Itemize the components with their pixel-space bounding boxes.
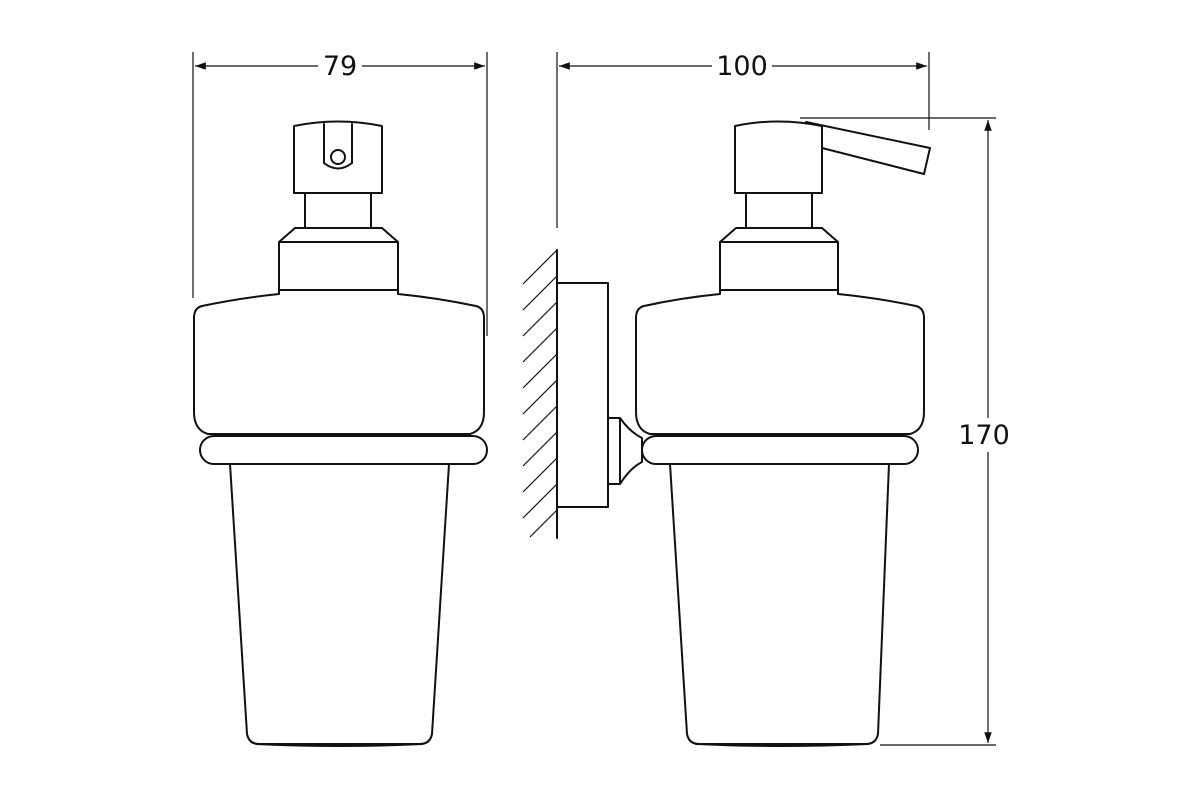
side-collar bbox=[719, 227, 839, 291]
front-bottle bbox=[193, 289, 485, 435]
bracket-arm bbox=[607, 417, 643, 485]
front-pump-head bbox=[293, 120, 383, 194]
side-pump-head bbox=[734, 120, 823, 194]
height-dimension-label: 170 bbox=[958, 420, 1010, 451]
front-collar bbox=[278, 227, 399, 291]
front-cup bbox=[229, 463, 450, 745]
depth-dimension-label: 100 bbox=[716, 51, 768, 82]
front-view: 79 bbox=[192, 51, 488, 747]
front-cup-base bbox=[255, 743, 423, 747]
front-nozzle-hole bbox=[330, 149, 346, 165]
wall-hatching bbox=[522, 249, 558, 538]
side-bottle bbox=[635, 289, 925, 435]
front-ring bbox=[199, 435, 488, 465]
side-view: 100 bbox=[522, 51, 1010, 747]
side-cup-base bbox=[695, 743, 869, 747]
front-pump-neck bbox=[304, 192, 372, 229]
side-ring bbox=[641, 435, 919, 465]
wall-mount-plate bbox=[556, 282, 609, 508]
front-nozzle-slot bbox=[323, 123, 353, 170]
width-dimension-label: 79 bbox=[323, 51, 357, 82]
side-spout bbox=[805, 121, 931, 175]
side-cup bbox=[669, 463, 890, 745]
side-pump-neck bbox=[745, 192, 813, 229]
